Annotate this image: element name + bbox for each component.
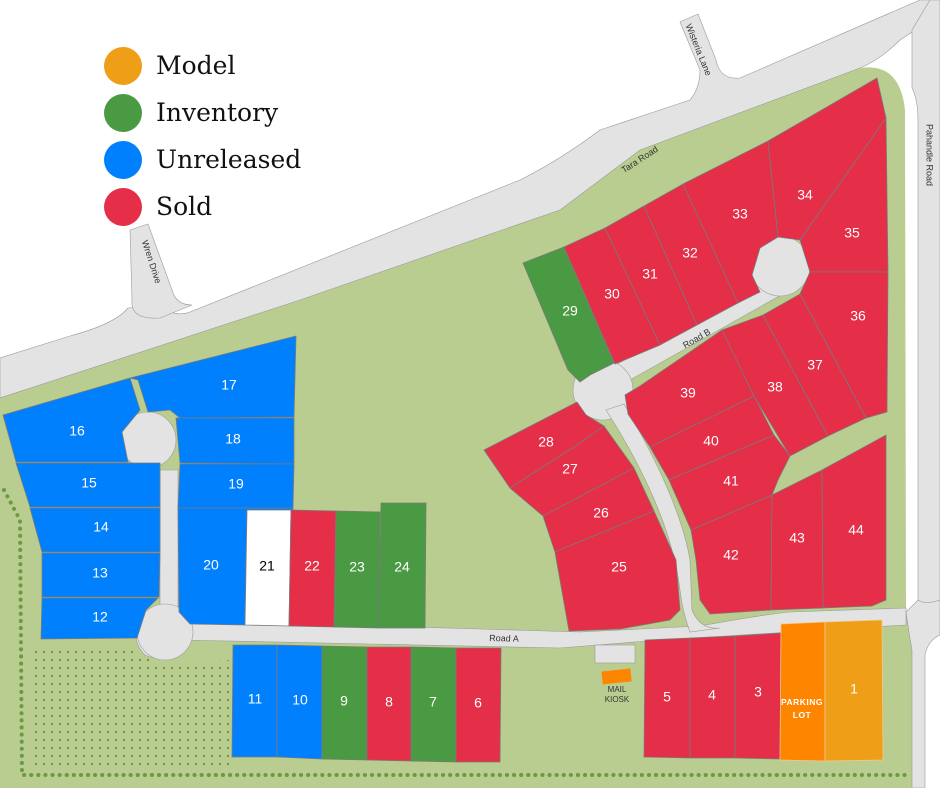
lot-9[interactable]: [321, 645, 368, 761]
legend-item-sold: Sold: [104, 183, 301, 230]
lot-25[interactable]: [554, 510, 681, 632]
lot-18[interactable]: [175, 417, 295, 465]
legend-item-unreleased: Unreleased: [104, 136, 301, 183]
mail-kiosk-label-1: MAIL: [608, 685, 627, 694]
legend-label-sold: Sold: [156, 192, 213, 221]
lot-27[interactable]: [509, 425, 635, 517]
lot-22[interactable]: [288, 509, 337, 628]
lot-16[interactable]: [2, 377, 141, 463]
unreleased-dot-icon: [104, 140, 142, 179]
legend-label-inventory: Inventory: [156, 98, 279, 127]
lot-11[interactable]: [231, 644, 278, 758]
lot-36[interactable]: [799, 271, 889, 419]
lot-44[interactable]: [821, 434, 887, 609]
parking-lot-label-2: LOT: [793, 710, 812, 720]
lot-6[interactable]: [455, 647, 502, 763]
road-b-spine: [605, 403, 721, 633]
lot-1[interactable]: [824, 619, 884, 762]
lot-10[interactable]: [276, 644, 323, 760]
parking-lot[interactable]: [779, 621, 826, 762]
mail-kiosk-label-2: KIOSK: [605, 695, 630, 704]
lot-4[interactable]: [689, 635, 736, 759]
mail-kiosk[interactable]: [601, 668, 632, 685]
pahandle-road-lower: [905, 599, 940, 788]
legend-label-unreleased: Unreleased: [156, 145, 302, 174]
mail-kiosk-pad: [594, 644, 636, 664]
pahandle-road-label: Pahandle Road: [925, 124, 935, 186]
lot-24[interactable]: [378, 502, 427, 629]
tree-line: [2, 488, 912, 777]
model-dot-icon: [104, 46, 142, 85]
lot-3[interactable]: [734, 632, 782, 760]
lot-12[interactable]: [40, 597, 159, 640]
legend-item-inventory: Inventory: [104, 89, 301, 136]
lot-38[interactable]: [721, 314, 829, 457]
lot-23[interactable]: [333, 510, 381, 629]
road-a-label: Road A: [489, 633, 519, 644]
lot-13[interactable]: [41, 552, 161, 598]
sold-dot-icon: [104, 187, 142, 226]
legend-label-model: Model: [156, 51, 236, 80]
lot-17[interactable]: [129, 335, 297, 419]
legend: Model Inventory Unreleased Sold: [104, 42, 301, 230]
lot-19[interactable]: [177, 463, 295, 509]
pahandle-road: [911, 0, 940, 631]
legend-item-model: Model: [104, 42, 301, 89]
lot-15[interactable]: [15, 462, 161, 508]
lots: [2, 77, 889, 763]
inventory-dot-icon: [104, 93, 142, 132]
lot-5[interactable]: [643, 637, 691, 759]
lot-14[interactable]: [29, 507, 161, 553]
wren-drive: [129, 223, 193, 319]
lot-8[interactable]: [366, 646, 412, 762]
tree-grove-area: [30, 648, 230, 768]
lot-21[interactable]: [244, 509, 292, 627]
parking-lot-label-1: PARKING: [781, 697, 823, 707]
lot-7[interactable]: [410, 646, 457, 763]
